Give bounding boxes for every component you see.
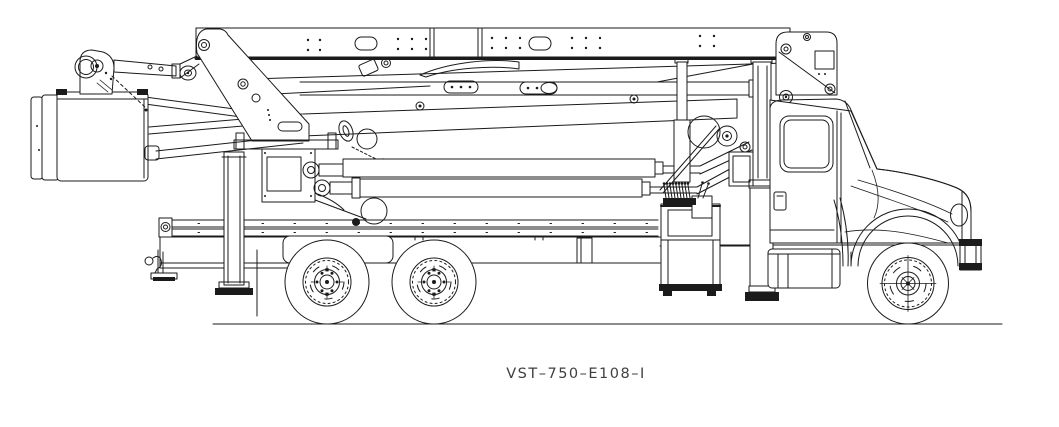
bed-stake xyxy=(577,238,592,263)
pedestal xyxy=(745,58,779,301)
winch-jib xyxy=(75,50,199,112)
platform-assembly xyxy=(31,50,199,181)
boom-tip-bracket xyxy=(776,32,837,104)
bucket xyxy=(57,92,148,181)
cab-window xyxy=(780,116,833,172)
boom-assembly xyxy=(145,28,790,226)
rear-hook xyxy=(145,250,177,281)
boom-rivets xyxy=(306,34,716,52)
headlight xyxy=(951,204,968,226)
winch-rope xyxy=(112,76,146,108)
lower-boom xyxy=(303,99,737,136)
front-fender xyxy=(851,209,965,266)
hood-creases xyxy=(845,170,952,243)
fuel-tank xyxy=(768,249,840,288)
equipment-cabinet xyxy=(659,204,722,296)
upper-boom xyxy=(196,28,790,59)
rear-outrigger xyxy=(215,152,253,295)
jib-arm xyxy=(114,60,176,76)
front-wheel xyxy=(868,243,949,324)
bucket-step xyxy=(145,146,159,160)
windshield xyxy=(845,101,877,169)
elbow-link-plate xyxy=(196,29,338,149)
door-seam xyxy=(770,111,841,243)
cab-rear-skirt xyxy=(834,198,848,266)
door-handle xyxy=(774,192,786,210)
turntable-box xyxy=(262,149,387,226)
hydraulic-cylinders xyxy=(303,119,753,198)
control-levers xyxy=(662,181,712,218)
roof-line xyxy=(770,99,851,110)
bucket-outer-panel xyxy=(42,95,59,180)
drawing-label: VST–750–E108–I xyxy=(506,366,646,382)
sheave-and-cable xyxy=(660,116,737,193)
boom-horn xyxy=(420,61,519,77)
bucket-liner-panel xyxy=(31,97,43,179)
hood-top xyxy=(877,169,971,243)
front-bumper xyxy=(959,239,982,270)
truck-cab xyxy=(768,99,982,288)
boom-chords xyxy=(250,63,786,95)
